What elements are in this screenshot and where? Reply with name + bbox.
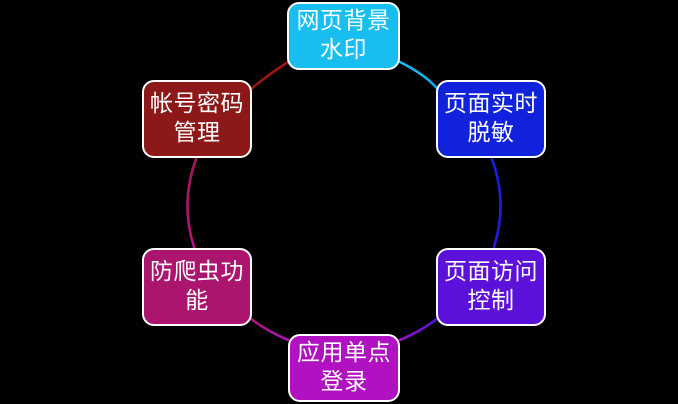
- node-page-access-control[interactable]: 页面访问 控制: [436, 248, 546, 326]
- connector-anticrawler-to-account: [186, 157, 198, 249]
- node-label: 帐号密码 管理: [150, 90, 244, 146]
- node-anti-crawler-feature[interactable]: 防爬虫功 能: [142, 248, 252, 326]
- node-label: 网页背景 水印: [296, 7, 391, 63]
- node-label: 页面实时 脱敏: [444, 90, 538, 146]
- node-application-single-sign-on[interactable]: 应用单点 登录: [288, 334, 400, 402]
- node-realtime-page-masking[interactable]: 页面实时 脱敏: [436, 80, 546, 158]
- node-web-page-background-watermark[interactable]: 网页背景 水印: [287, 2, 400, 70]
- connector-watermark-to-masking: [398, 60, 442, 94]
- node-label: 应用单点 登录: [297, 339, 391, 395]
- connector-access-to-sso: [398, 316, 440, 342]
- connector-sso-to-anticrawler: [248, 316, 290, 342]
- node-account-password-management[interactable]: 帐号密码 管理: [142, 80, 252, 158]
- node-label: 防爬虫功 能: [150, 258, 244, 314]
- node-label: 页面访问 控制: [444, 258, 538, 314]
- connector-account-to-watermark: [248, 60, 290, 92]
- connector-masking-to-access: [490, 157, 502, 249]
